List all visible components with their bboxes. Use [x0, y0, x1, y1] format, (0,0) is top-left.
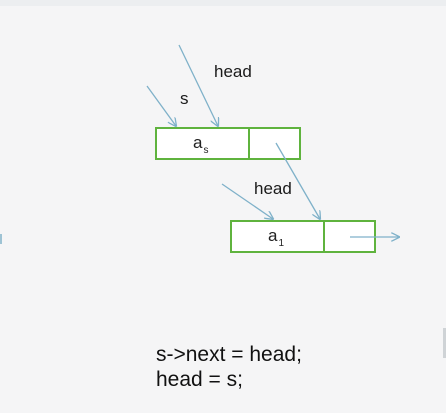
head-top-arrow — [178, 44, 218, 126]
node-a1-data-text: a1 — [268, 226, 285, 249]
node-s-data-text: as — [193, 133, 209, 156]
node-s-subscript: s — [203, 145, 209, 156]
node-a1-data-letter: a — [268, 226, 278, 245]
s-pointer-arrow — [146, 85, 176, 126]
head-mid-label: head — [254, 179, 292, 198]
top-edge-strip — [0, 0, 446, 6]
head-top-label: head — [214, 62, 252, 81]
node-s-data-letter: a — [193, 133, 203, 152]
node-a1-subscript: 1 — [278, 238, 285, 249]
head-mid-arrow — [221, 183, 273, 219]
left-edge-fragment — [0, 234, 2, 244]
code-line-2: head = s; — [156, 368, 243, 391]
s-pointer-label: s — [180, 89, 189, 108]
s-next-to-a1-arrow — [275, 142, 320, 219]
node-s-data-cell — [155, 127, 250, 160]
node-a1 — [230, 220, 376, 253]
code-line-1: s->next = head; — [156, 343, 302, 366]
right-edge-fragment — [443, 328, 446, 358]
node-s-next-cell — [248, 127, 301, 160]
node-s — [155, 127, 301, 160]
